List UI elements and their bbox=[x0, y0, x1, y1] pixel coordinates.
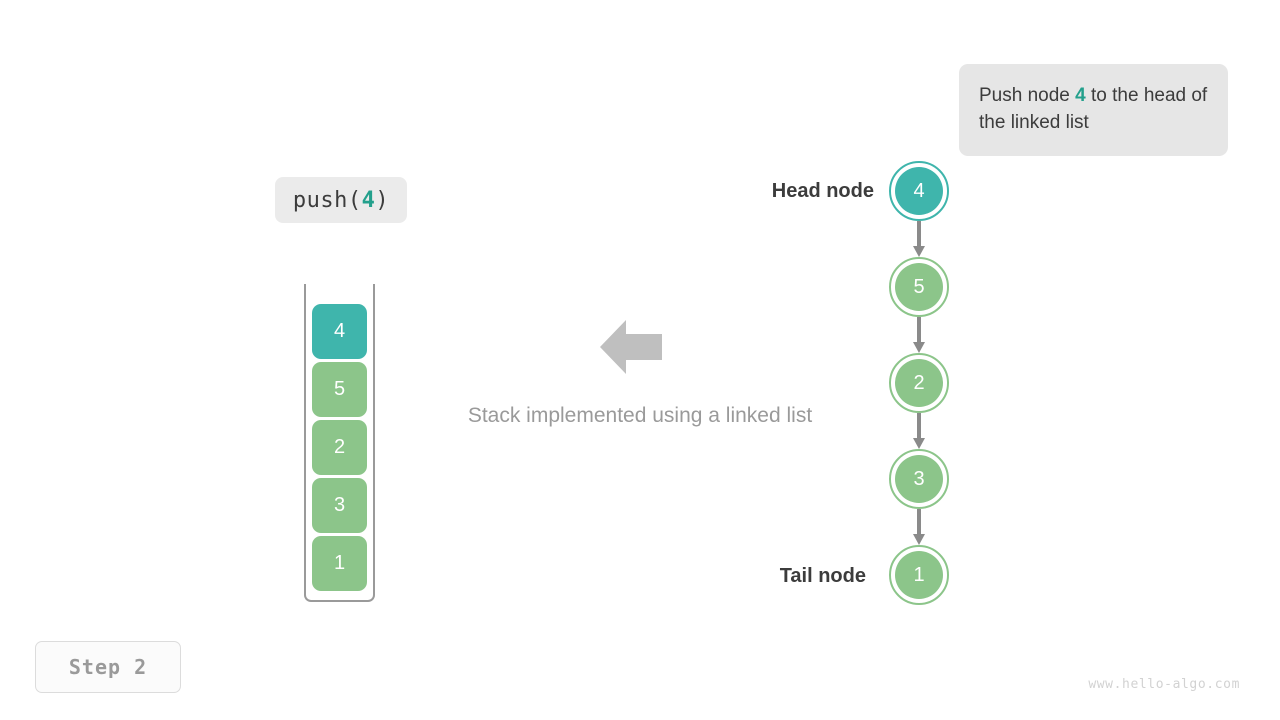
step-badge: Step 2 bbox=[35, 641, 181, 693]
connector-shaft bbox=[917, 221, 921, 246]
watermark: www.hello-algo.com bbox=[1088, 677, 1240, 692]
linked-list-node: 3 bbox=[889, 449, 949, 509]
node-value: 5 bbox=[913, 275, 925, 298]
connector-arrowhead bbox=[913, 246, 925, 257]
tail-node-label: Tail node bbox=[779, 565, 866, 587]
stack-cell-value: 5 bbox=[333, 378, 346, 400]
stack-cell-value: 4 bbox=[333, 320, 346, 342]
linked-list-node: 5 bbox=[889, 257, 949, 317]
node-disc: 5 bbox=[895, 263, 943, 311]
connector-shaft bbox=[917, 509, 921, 534]
stack-cell: 2 bbox=[312, 420, 367, 475]
left-arrow-icon bbox=[600, 320, 662, 374]
node-connector-arrow bbox=[913, 221, 925, 257]
operation-prefix: push( bbox=[292, 187, 362, 213]
callout-accent-value: 4 bbox=[1075, 85, 1086, 106]
stack-cell: 5 bbox=[312, 362, 367, 417]
node-connector-arrow bbox=[913, 413, 925, 449]
linked-list: 4 5 2 3 1 bbox=[888, 161, 952, 621]
stack-cell: 1 bbox=[312, 536, 367, 591]
node-disc: 1 bbox=[895, 551, 943, 599]
node-connector-arrow bbox=[913, 317, 925, 353]
stack-cell-value: 2 bbox=[333, 436, 346, 458]
stack-cell-value: 3 bbox=[333, 494, 346, 516]
node-value: 1 bbox=[913, 563, 925, 586]
callout-text-before: Push node bbox=[979, 85, 1076, 106]
stack-cell: 3 bbox=[312, 478, 367, 533]
diagram-caption: Stack implemented using a linked list bbox=[467, 404, 813, 427]
node-value: 3 bbox=[913, 467, 925, 490]
node-disc: 2 bbox=[895, 359, 943, 407]
node-disc: 3 bbox=[895, 455, 943, 503]
node-connector-arrow bbox=[913, 509, 925, 545]
stack-container: 4 5 2 3 1 bbox=[304, 284, 375, 602]
connector-shaft bbox=[917, 413, 921, 438]
linked-list-node: 2 bbox=[889, 353, 949, 413]
connector-arrowhead bbox=[913, 438, 925, 449]
linked-list-node: 4 bbox=[889, 161, 949, 221]
node-value: 4 bbox=[913, 179, 925, 202]
connector-shaft bbox=[917, 317, 921, 342]
callout-text-after: to the head of the linked list bbox=[979, 85, 1208, 133]
stack-cell-value: 1 bbox=[333, 552, 346, 574]
head-node-label: Head node bbox=[771, 180, 874, 202]
operation-suffix: ) bbox=[375, 187, 390, 213]
callout-bubble: Push node 4 to the head of the linked li… bbox=[959, 64, 1228, 156]
stack-cell: 4 bbox=[312, 304, 367, 359]
connector-arrowhead bbox=[913, 342, 925, 353]
connector-arrowhead bbox=[913, 534, 925, 545]
linked-list-node: 1 bbox=[889, 545, 949, 605]
node-disc: 4 bbox=[895, 167, 943, 215]
operation-chip: push(4) bbox=[275, 177, 407, 223]
node-value: 2 bbox=[913, 371, 925, 394]
operation-argument: 4 bbox=[361, 187, 376, 213]
